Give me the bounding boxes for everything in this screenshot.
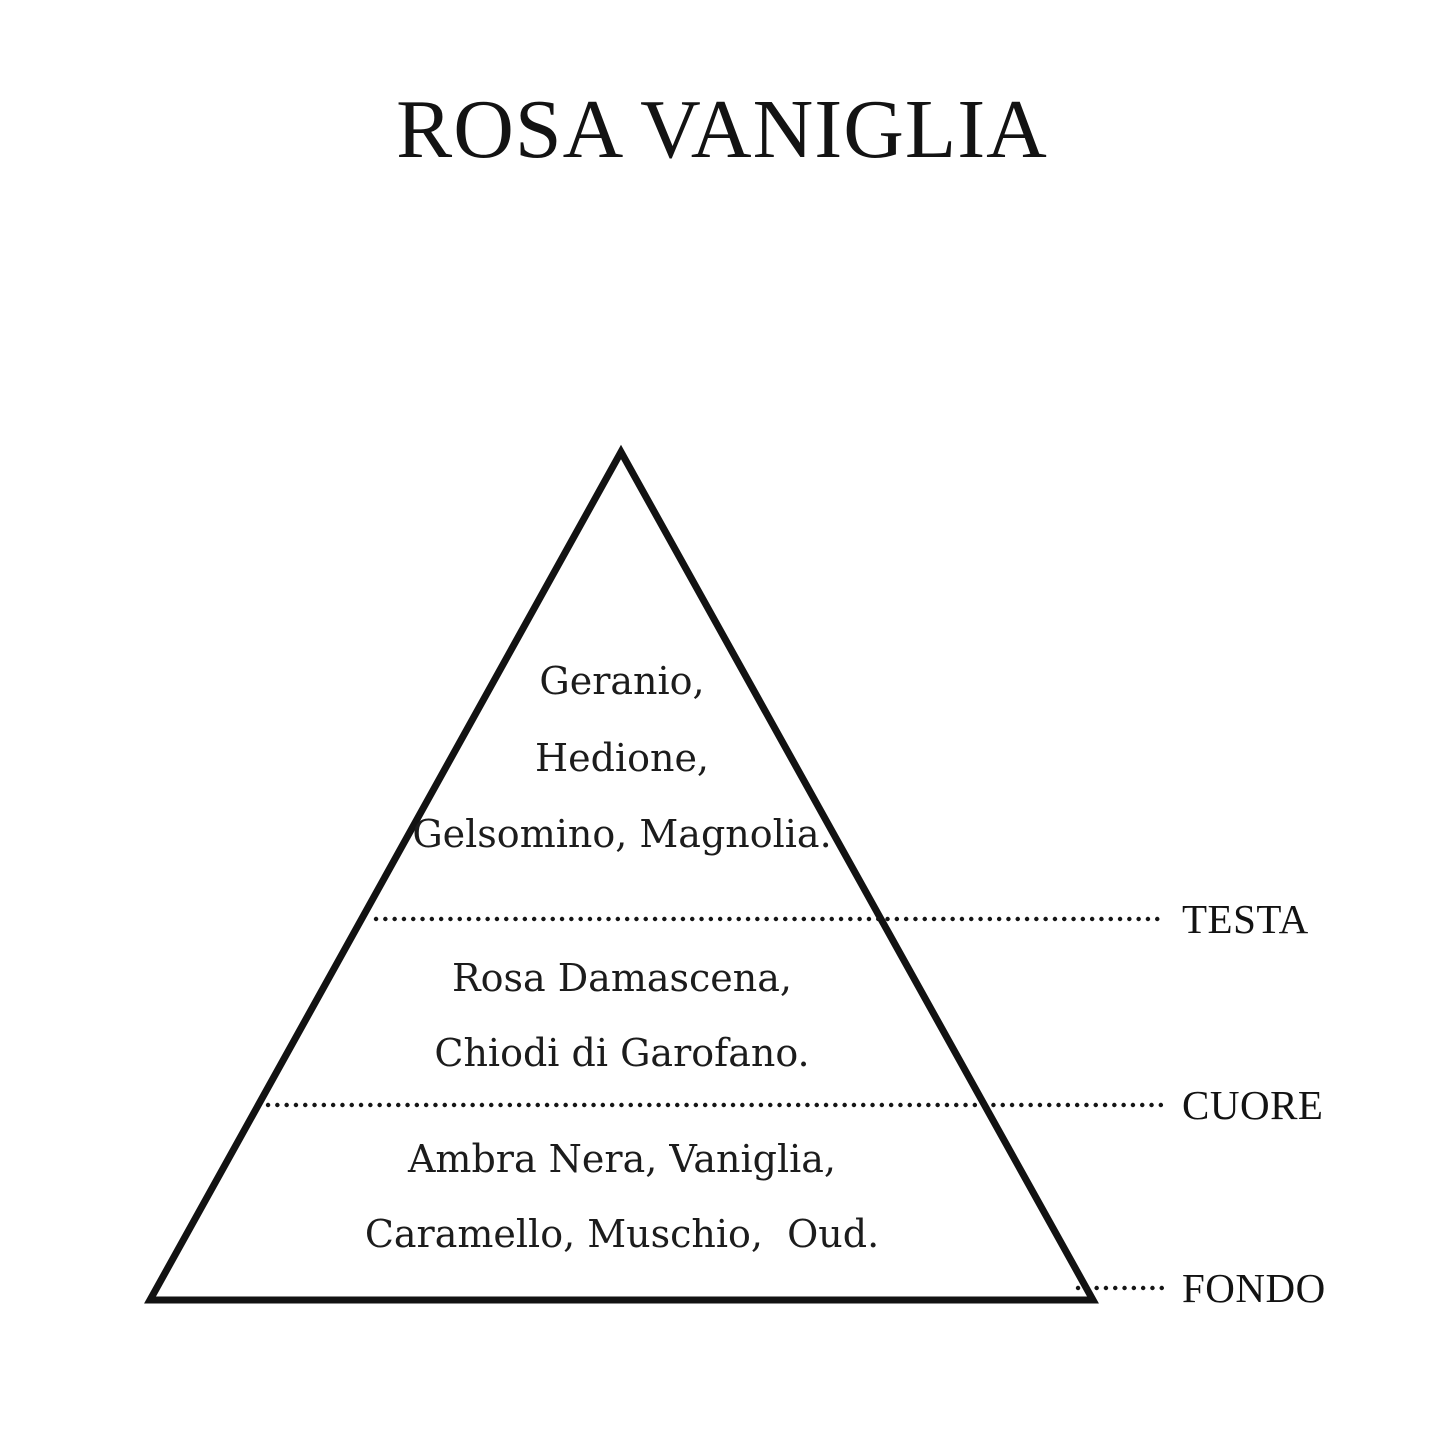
testa-note-line: Geranio, xyxy=(539,659,704,703)
tier-label-fondo: FONDO xyxy=(1182,1265,1326,1311)
pyramid-triangle xyxy=(144,444,1099,1304)
testa-note-line: Gelsomino, Magnolia. xyxy=(412,812,831,856)
fondo-note-line: Ambra Nera, Vaniglia, xyxy=(407,1137,836,1181)
tier-label-cuore: CUORE xyxy=(1182,1082,1323,1128)
cuore-note-line: Chiodi di Garofano. xyxy=(434,1031,809,1075)
page-title: ROSA VANIGLIA xyxy=(396,83,1048,176)
testa-note-line: Hedione, xyxy=(535,736,709,780)
cuore-note-line: Rosa Damascena, xyxy=(452,956,792,1000)
fondo-note-line: Caramello, Muschio, Oud. xyxy=(365,1212,879,1256)
tier-label-testa: TESTA xyxy=(1182,896,1309,942)
